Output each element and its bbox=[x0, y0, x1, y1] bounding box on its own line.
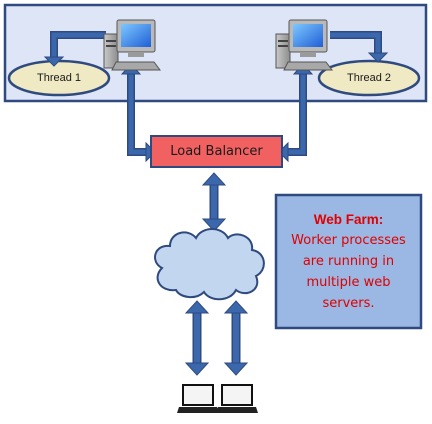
arrow-cloud-to-laptop-1 bbox=[184, 300, 210, 376]
arrow-load-balancer-to-cloud bbox=[201, 172, 227, 232]
laptop-icon bbox=[177, 384, 219, 413]
desktop-computer-icon bbox=[275, 19, 333, 71]
arrow-right-computer-to-thread bbox=[330, 31, 389, 63]
laptop-icon bbox=[216, 384, 258, 413]
desktop-computer-icon bbox=[103, 19, 161, 71]
arrow-cloud-to-laptop-2 bbox=[223, 300, 249, 376]
arrow-left-computer-to-thread bbox=[43, 31, 106, 67]
cloud-icon bbox=[154, 228, 265, 301]
thread-1-node bbox=[7, 59, 111, 97]
load-balancer-box bbox=[150, 135, 283, 168]
thread-2-node bbox=[317, 59, 421, 97]
web-farm-note-box bbox=[274, 193, 423, 330]
